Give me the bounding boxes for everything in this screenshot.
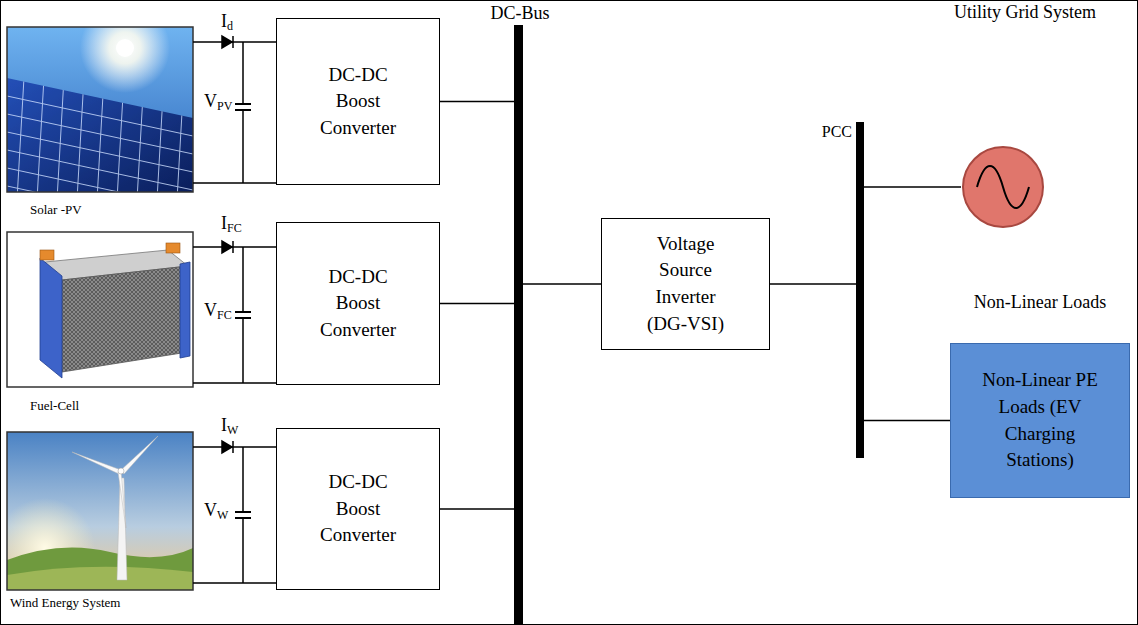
turbine-blade: [118, 470, 126, 528]
pv-panel: [7, 78, 193, 192]
boost-converter-box: DC-DC Boost Converter: [276, 18, 440, 185]
wind-wires: [193, 447, 276, 583]
picture-frame: [7, 432, 193, 590]
bus-connection-line: [770, 283, 856, 285]
dc-bus: DC-Bus: [470, 0, 570, 625]
bus-connection-line: [440, 508, 514, 510]
bus-connection-line: [440, 303, 514, 305]
diode-symbol: [222, 441, 232, 453]
load-label: Non-Linear PE Loads (EV Charging Station…: [974, 367, 1106, 473]
converter-label: DC-DC Boost Converter: [308, 264, 408, 344]
boost-converter-box: DC-DC Boost Converter: [276, 428, 440, 590]
diode-bar: [232, 441, 234, 453]
diode-symbols: [222, 36, 233, 453]
turbine-blade: [72, 452, 121, 474]
subscript: W: [217, 509, 228, 523]
load-heading: Non-Linear Loads: [945, 292, 1135, 314]
source-caption: Wind Energy System: [10, 596, 120, 611]
picture-ground: [7, 232, 193, 387]
bus-bar: [856, 122, 864, 458]
inverter-label: Voltage Source Inverter (DG-VSI): [634, 231, 738, 337]
stack-front: [62, 266, 188, 372]
source-circle: [963, 147, 1043, 227]
converter-label: DC-DC Boost Converter: [308, 469, 408, 549]
pv-wires: [193, 42, 276, 183]
voltage-symbol: V: [204, 91, 217, 112]
bus-connection-line: [864, 420, 950, 422]
pv-cell-grid: [7, 60, 193, 192]
picture-frame: [7, 27, 193, 192]
bus-label: PCC: [822, 122, 852, 141]
source-caption: Fuel-Cell: [30, 399, 79, 414]
capacitor-symbol: [235, 312, 251, 318]
turbine-blade: [121, 436, 158, 474]
current-symbol: I: [221, 11, 227, 32]
end-plate: [40, 258, 62, 378]
grid-label: Utility Grid System: [930, 2, 1120, 24]
turbine-hub: [118, 468, 124, 474]
diode-bar: [232, 241, 234, 253]
fuel-cell-wires: [193, 247, 276, 383]
bus-bar: [514, 25, 523, 625]
voltage-symbol: V: [204, 300, 217, 321]
end-plate: [180, 262, 190, 358]
bus-connection-line: [523, 283, 601, 285]
subscript: FC: [227, 222, 242, 236]
picture-frame: [7, 232, 193, 387]
bus-connection-line: [864, 186, 961, 188]
boost-converter-box: DC-DC Boost Converter: [276, 222, 440, 385]
current-symbol: I: [221, 213, 227, 234]
terminal-cap: [166, 243, 180, 253]
subscript: FC: [217, 309, 232, 323]
terminal-cap: [40, 250, 54, 260]
utility-grid-source: Utility Grid System: [930, 0, 1120, 235]
sun: [116, 39, 134, 57]
capacitor-symbol: [235, 512, 251, 518]
fuel-cell-picture: [7, 232, 193, 387]
subscript: d: [227, 20, 233, 34]
current-symbol: I: [221, 415, 227, 436]
inverter-box: Voltage Source Inverter (DG-VSI): [601, 218, 770, 350]
pcc-bus: PCC: [815, 118, 865, 460]
diode-symbol: [222, 36, 232, 48]
bus-connection-line: [440, 101, 514, 103]
capacitor-symbol: [235, 104, 251, 110]
source-caption: Solar -PV: [30, 203, 82, 218]
converter-label: DC-DC Boost Converter: [308, 62, 408, 142]
load-group: Non-Linear PE Loads (EV Charging Station…: [945, 292, 1135, 502]
source-circuit-wires: [193, 42, 276, 583]
sun-glow: [80, 27, 170, 93]
ac-source-symbol: [961, 145, 1045, 229]
subscript: PV: [217, 100, 232, 114]
voltage-symbol: V: [204, 500, 217, 521]
bus-label: DC-Bus: [470, 3, 570, 25]
wind-turbine-picture: [7, 432, 193, 590]
hill: [7, 548, 193, 591]
diode-symbol: [222, 241, 232, 253]
load-box: Non-Linear PE Loads (EV Charging Station…: [950, 343, 1130, 498]
solar-panel-picture: [7, 27, 193, 192]
field: [7, 567, 193, 590]
subscript: W: [227, 424, 238, 438]
sine-wave: [977, 166, 1029, 208]
diode-bar: [232, 36, 234, 48]
